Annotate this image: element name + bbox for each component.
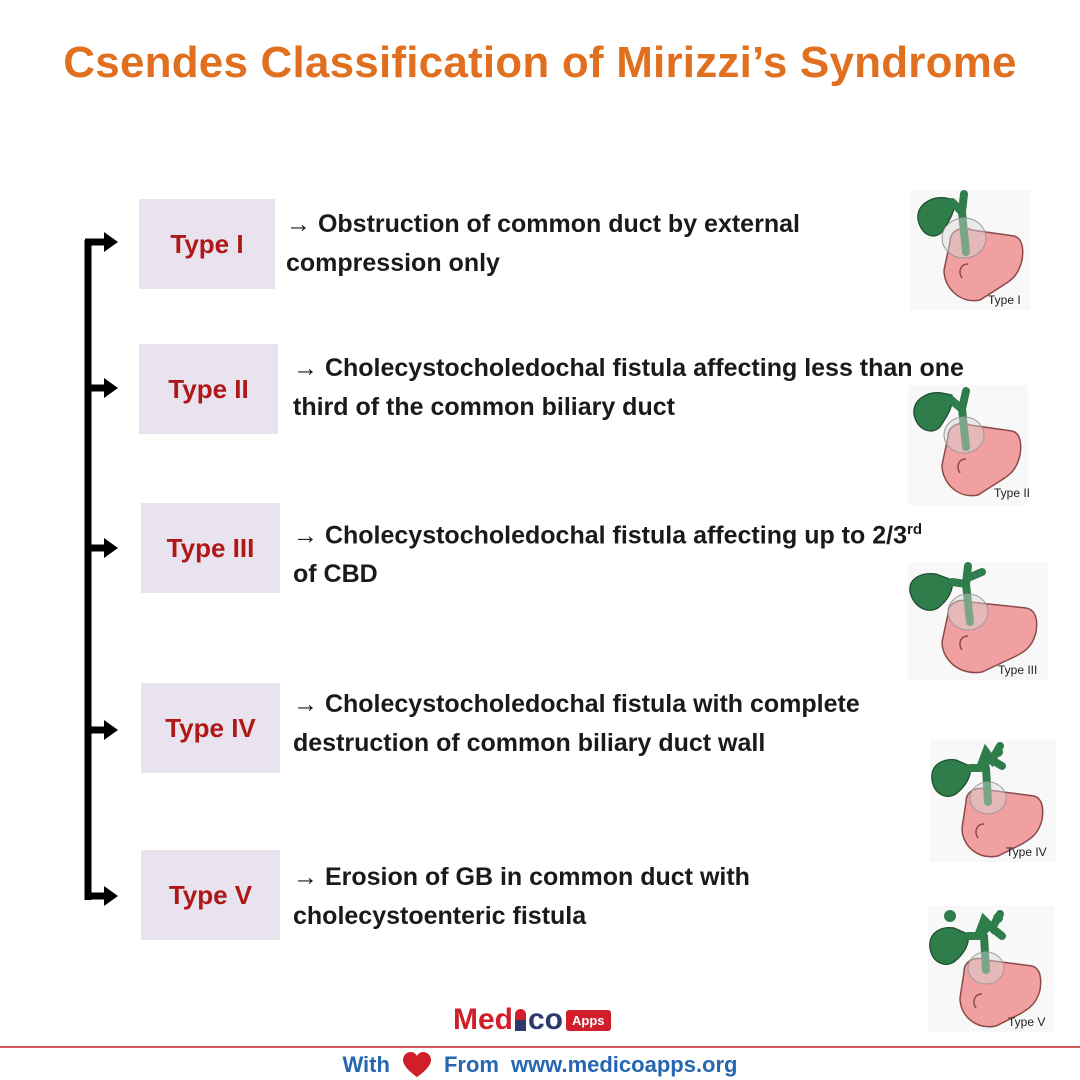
heart-icon bbox=[402, 1052, 431, 1077]
arrow-type-3 bbox=[85, 538, 118, 558]
type-3-description: → Cholecystocholedochal fistula affectin… bbox=[293, 510, 1013, 594]
type-4-illustration: Type IV bbox=[930, 740, 1056, 862]
footer-from: From bbox=[443, 1052, 499, 1077]
type-1-label: Type I bbox=[139, 199, 275, 289]
footer-with: With bbox=[342, 1052, 390, 1077]
page-title: Csendes Classification of Mirizzi’s Synd… bbox=[63, 38, 1017, 87]
type-3-label: Type III bbox=[141, 503, 280, 593]
medicoapps-logo: Med co Apps bbox=[453, 1000, 611, 1040]
type-4-description: → Cholecystocholedochal fistula with com… bbox=[293, 690, 860, 757]
type-5-illustration: Type V bbox=[928, 906, 1054, 1032]
pill-icon bbox=[515, 1009, 526, 1031]
type-2-description: → Cholecystocholedochal fistula affectin… bbox=[293, 354, 964, 421]
type-3-illustration: Type III bbox=[908, 562, 1048, 680]
type-5-label: Type V bbox=[141, 850, 280, 940]
type-1-illustration: Type I bbox=[910, 190, 1030, 310]
type-5-illustration-label: Type V bbox=[1008, 1015, 1045, 1029]
type-4-label: Type IV bbox=[141, 683, 280, 773]
logo-text-med: Med bbox=[453, 1003, 513, 1036]
type-3-illustration-label: Type III bbox=[998, 663, 1037, 677]
type-2-illustration: Type II bbox=[908, 385, 1030, 505]
arrow-type-4 bbox=[85, 720, 118, 740]
type-2-illustration-label: Type II bbox=[994, 486, 1030, 500]
arrow-type-5 bbox=[85, 886, 118, 906]
type-2-label: Type II bbox=[139, 344, 278, 434]
arrow-type-2 bbox=[85, 378, 118, 398]
arrow-type-1 bbox=[85, 232, 118, 252]
type-5-description: → Erosion of GB in common duct with chol… bbox=[293, 863, 750, 930]
type-4-illustration-label: Type IV bbox=[1006, 845, 1047, 859]
footer-url[interactable]: www.medicoapps.org bbox=[510, 1052, 738, 1077]
type-3-superscript: rd bbox=[906, 521, 922, 538]
footer-divider bbox=[0, 1046, 1080, 1048]
logo-text-co: co bbox=[528, 1003, 564, 1036]
bracket-connector bbox=[84, 232, 118, 906]
type-3-description-text: → Cholecystocholedochal fistula affectin… bbox=[293, 521, 907, 550]
footer: With From www.medicoapps.org bbox=[0, 1050, 1080, 1080]
type-1-illustration-label: Type I bbox=[988, 293, 1021, 307]
type-3-description-end: of CBD bbox=[293, 560, 378, 589]
type-1-description: → Obstruction of common duct by external… bbox=[286, 210, 800, 277]
logo-badge-apps: Apps bbox=[566, 1009, 611, 1031]
